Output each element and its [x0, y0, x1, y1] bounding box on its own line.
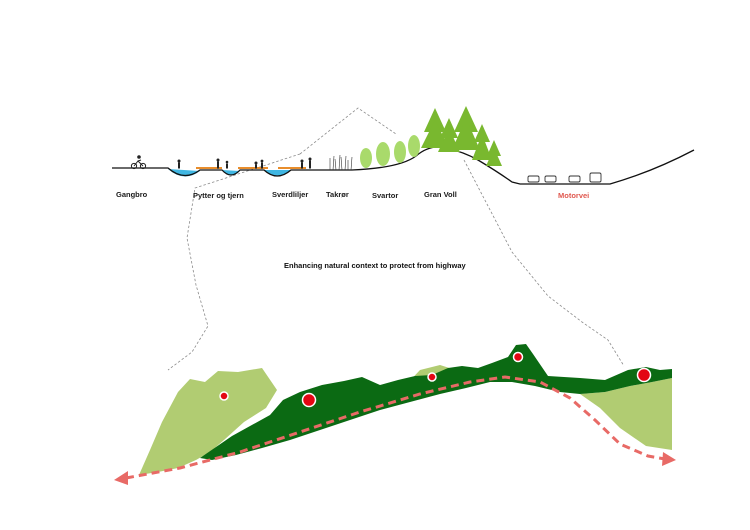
- path-arrow-left: [114, 471, 128, 485]
- path-arrow-right: [662, 452, 676, 466]
- cyclist-icon: [130, 155, 147, 170]
- leader-line-right: [463, 159, 625, 367]
- label-sverdliljer: Sverdliljer: [272, 190, 308, 199]
- reeds: [329, 154, 353, 171]
- leader-line-left: [167, 107, 397, 371]
- landscape-plan: [114, 344, 676, 485]
- diagram-caption: Enhancing natural context to protect fro…: [284, 261, 467, 270]
- car-icon: [527, 172, 602, 183]
- label-gran-voll: Gran Voll: [424, 190, 457, 199]
- deciduous-tree-icon: [360, 135, 420, 168]
- label-gangbro: Gangbro: [116, 190, 148, 199]
- marker-dot: [427, 372, 437, 382]
- label-takror: Takrør: [326, 190, 349, 199]
- meadow-left: [139, 368, 277, 475]
- marker-dot: [219, 391, 229, 401]
- pedestrian-silhouette-icon: [177, 157, 312, 169]
- marker-dot: [636, 367, 652, 383]
- protective-path: [125, 375, 666, 480]
- label-motorvei: Motorvei: [558, 191, 589, 200]
- meadow-right: [580, 378, 672, 450]
- spruce-tree-icon: [421, 106, 502, 166]
- marker-dot: [512, 351, 524, 363]
- marker-dots: [219, 351, 652, 408]
- leader-lines: [167, 107, 625, 371]
- label-svartor: Svartor: [372, 191, 398, 200]
- landscape-section: Gangbro Pytter og tjern Sverdliljer Takr…: [112, 106, 695, 200]
- label-pytter-og-tjern: Pytter og tjern: [193, 191, 244, 200]
- marker-dot: [301, 392, 317, 408]
